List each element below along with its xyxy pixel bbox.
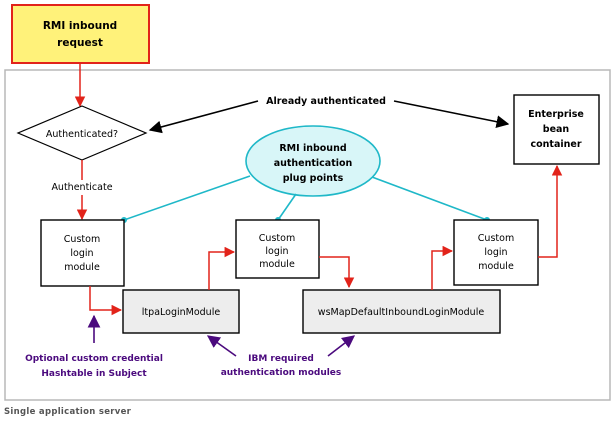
custom-login-module-2 [235, 219, 320, 279]
already-authenticated-label: Already authenticated [266, 96, 386, 107]
request-label-line1: RMI inbound [43, 20, 117, 32]
ltpa-login-module-box [122, 289, 240, 334]
authenticate-label: Authenticate [51, 182, 112, 193]
custom-module-3-line2: login [484, 247, 507, 258]
plug-point-connector-1 [123, 175, 251, 221]
ibm-required-note-line2: authentication modules [221, 368, 342, 378]
custom-module-2-line3: module [259, 259, 295, 270]
custom-module-3-line1: Custom [478, 233, 514, 244]
custom-module-1-line3: module [64, 262, 100, 273]
already-authenticated-arrow-right [393, 100, 510, 128]
ws-map-default-inbound-login-module-label: wsMapDefaultInboundLoginModule [318, 307, 485, 318]
ws-map-default-inbound-login-module-box [302, 289, 501, 334]
custom-login-module-3 [453, 219, 539, 286]
ltpa-to-module2-arrow [208, 246, 236, 290]
enterprise-bean-container-box [513, 94, 600, 165]
plug-points-ellipse [245, 125, 381, 197]
rmi-inbound-request-box [11, 4, 150, 64]
plug-point-connector-2 [277, 193, 297, 221]
ejb-label-line3: container [530, 139, 581, 150]
already-authenticated-arrow-left [148, 100, 259, 134]
custom-module-2-line1: Custom [259, 233, 295, 244]
plug-points-label-line2: authentication [274, 158, 353, 169]
custom-module-2-line2: login [265, 246, 288, 257]
ws-to-module3-arrow [431, 245, 454, 290]
custom-login-module-1 [40, 219, 125, 287]
plug-points-label-line1: RMI inbound [279, 143, 346, 154]
ltpa-login-module-label: ltpaLoginModule [142, 307, 221, 318]
optional-credential-note-line2: Hashtable in Subject [41, 369, 147, 379]
ibm-required-note-line1: IBM required [248, 354, 314, 364]
request-label-line2: request [57, 37, 103, 49]
ibm-required-pointer-arrow-right [327, 335, 356, 357]
module1-to-ltpa-arrow [89, 286, 123, 316]
custom-module-3-line3: module [478, 261, 514, 272]
custom-module-1-line1: Custom [64, 234, 100, 245]
optional-credential-note-line1: Optional custom credential [25, 354, 163, 364]
plug-points-label-line3: plug points [283, 173, 344, 184]
ejb-label-line1: Enterprise [528, 109, 584, 120]
ejb-label-line2: bean [543, 124, 570, 135]
decision-label: Authenticated? [46, 129, 118, 140]
module3-to-ejb-arrow [538, 164, 563, 258]
ibm-required-pointer-arrow-left [206, 335, 237, 357]
custom-module-1-line2: login [70, 248, 93, 259]
plug-point-connector-3 [371, 176, 488, 221]
server-caption: Single application server [4, 407, 132, 417]
module2-to-ws-arrow [319, 256, 355, 289]
